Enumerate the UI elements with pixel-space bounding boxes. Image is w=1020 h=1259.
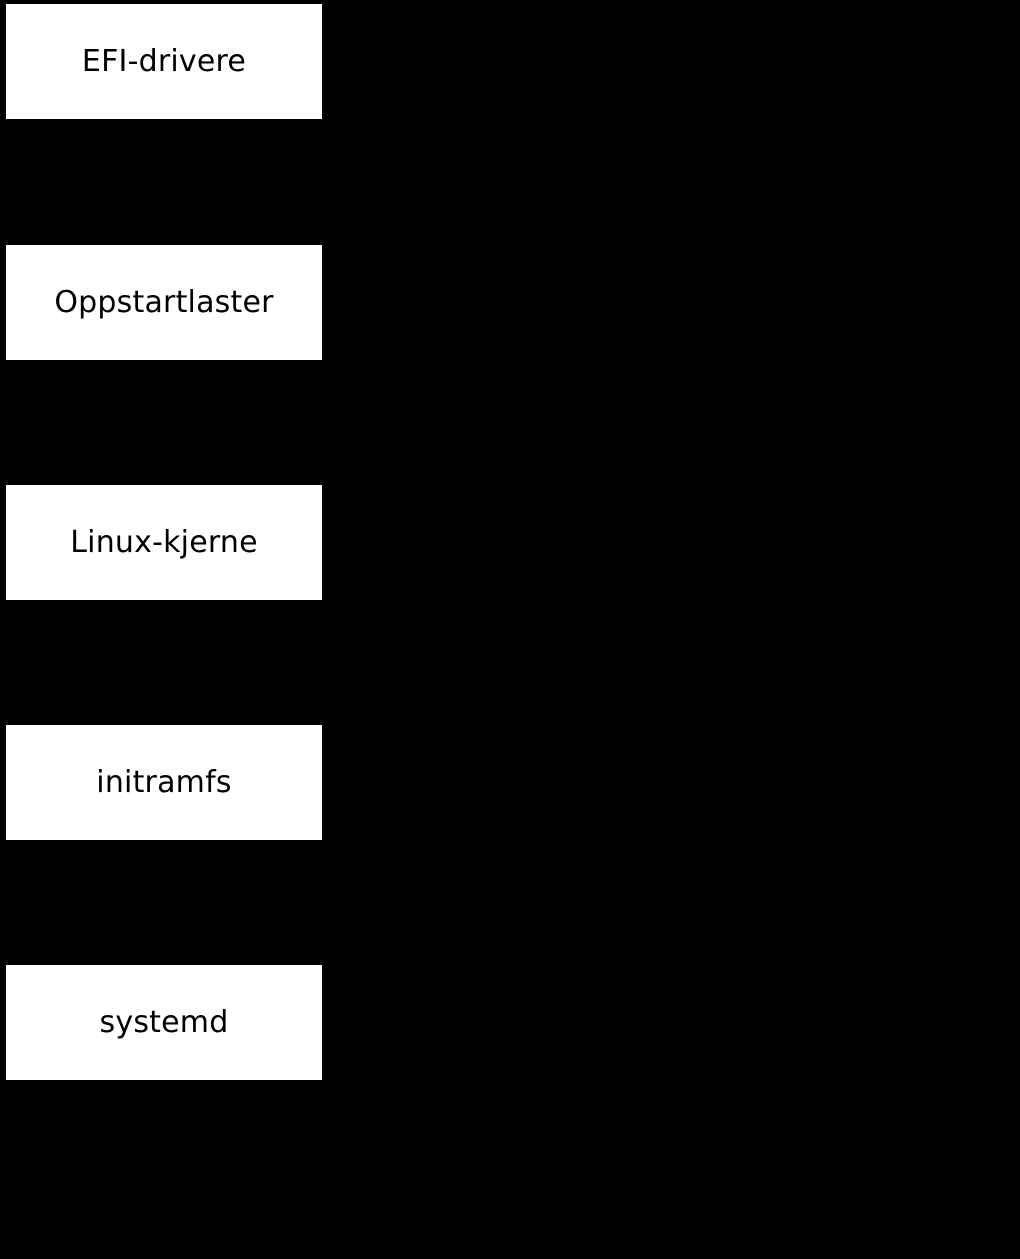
stage-box-initramfs[interactable]: initramfs bbox=[6, 725, 322, 840]
stage-box-oppstartlaster[interactable]: Oppstartlaster bbox=[6, 245, 322, 360]
stage-box-linux-kjerne[interactable]: Linux-kjerne bbox=[6, 485, 322, 600]
stage-label: Oppstartlaster bbox=[54, 284, 274, 320]
stage-label: initramfs bbox=[96, 764, 232, 800]
stage-label: systemd bbox=[99, 1004, 229, 1040]
stage-label: EFI-drivere bbox=[81, 43, 247, 79]
stage-box-efi-drivere[interactable]: EFI-drivere bbox=[6, 4, 322, 119]
stage-label: Linux-kjerne bbox=[70, 524, 258, 560]
stage-box-systemd[interactable]: systemd bbox=[6, 965, 322, 1080]
